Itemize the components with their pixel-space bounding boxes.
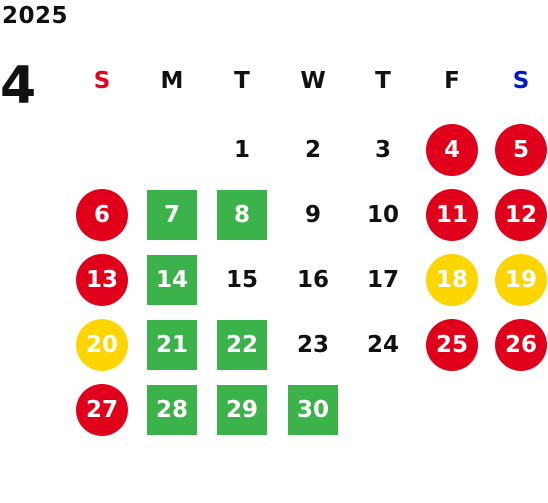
weekday-label: S	[93, 68, 111, 94]
day-cell[interactable]: 17	[366, 267, 399, 293]
day-cell[interactable]: 9	[304, 202, 321, 228]
day-cell[interactable]: 27	[76, 384, 128, 436]
year-label: 2025	[2, 3, 69, 29]
day-cell[interactable]: 22	[217, 320, 267, 370]
day-cell[interactable]: 19	[495, 254, 547, 306]
weekday-label: S	[512, 68, 530, 94]
day-cell[interactable]: 15	[225, 267, 258, 293]
weekday-label: W	[300, 68, 326, 94]
day-cell[interactable]: 3	[374, 137, 391, 163]
weekday-label: M	[160, 68, 184, 94]
weekday-label: T	[234, 68, 250, 94]
day-cell[interactable]: 29	[217, 385, 267, 435]
day-cell[interactable]: 13	[76, 254, 128, 306]
day-cell[interactable]: 2	[304, 137, 321, 163]
day-cell[interactable]: 21	[147, 320, 197, 370]
day-cell[interactable]: 4	[426, 124, 478, 176]
month-number: 4	[0, 56, 37, 116]
day-cell[interactable]: 18	[426, 254, 478, 306]
day-cell[interactable]: 20	[76, 319, 128, 371]
day-cell[interactable]: 26	[495, 319, 547, 371]
day-cell[interactable]: 10	[366, 202, 399, 228]
day-cell[interactable]: 16	[296, 267, 329, 293]
day-cell[interactable]: 8	[217, 190, 267, 240]
day-cell[interactable]: 11	[426, 189, 478, 241]
day-cell[interactable]: 24	[366, 332, 399, 358]
day-cell[interactable]: 1	[233, 137, 250, 163]
weekday-label: F	[444, 68, 460, 94]
day-cell[interactable]: 12	[495, 189, 547, 241]
day-cell[interactable]: 28	[147, 385, 197, 435]
day-cell[interactable]: 5	[495, 124, 547, 176]
day-cell[interactable]: 23	[296, 332, 329, 358]
day-cell[interactable]: 6	[76, 189, 128, 241]
day-cell[interactable]: 14	[147, 255, 197, 305]
day-cell[interactable]: 25	[426, 319, 478, 371]
day-cell[interactable]: 7	[147, 190, 197, 240]
day-cell[interactable]: 30	[288, 385, 338, 435]
weekday-label: T	[375, 68, 391, 94]
